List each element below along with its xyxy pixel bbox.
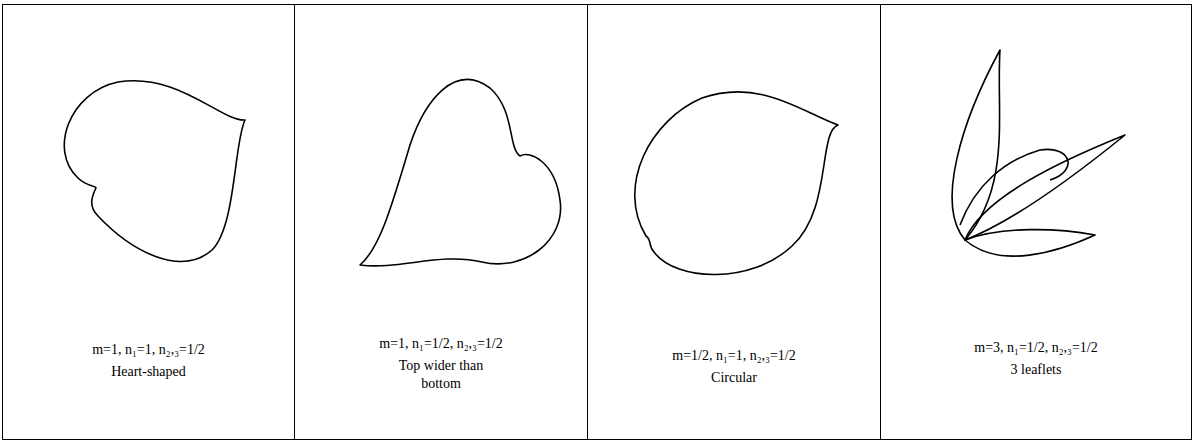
figure-panel: m=1/2, n₁=1, n₂,₃=1/2Circular [587, 4, 881, 440]
parameter-text: m=3, n₁=1/2, n₂,₃=1/2 [881, 339, 1191, 357]
panel-caption: m=1, n₁=1/2, n₂,₃=1/2Top wider than bott… [295, 335, 587, 393]
panel-caption: m=1, n₁=1, n₂,₃=1/2Heart-shaped [3, 341, 294, 381]
parameter-text: m=1/2, n₁=1, n₂,₃=1/2 [588, 347, 880, 365]
figure-panel: m=1, n₁=1, n₂,₃=1/2Heart-shaped [2, 4, 295, 440]
leaflet [960, 149, 1068, 225]
leaflet [952, 50, 1000, 240]
panel-caption: m=3, n₁=1/2, n₂,₃=1/2 3 leaflets [881, 339, 1191, 379]
shape-description: Top wider than bottom [386, 357, 496, 393]
parameter-text: m=1, n₁=1/2, n₂,₃=1/2 [295, 335, 587, 353]
shape-description: 3 leaflets [881, 361, 1191, 379]
heart-leaf [64, 81, 245, 262]
shape-description: Circular [588, 369, 880, 387]
shape-description: Heart-shaped [3, 363, 294, 381]
figure-panel: m=1, n₁=1/2, n₂,₃=1/2Top wider than bott… [294, 4, 588, 440]
top-wide-leaf [360, 80, 561, 266]
figure-panel: m=3, n₁=1/2, n₂,₃=1/2 3 leaflets [880, 4, 1192, 440]
leaflet [965, 230, 1095, 257]
leaflet [965, 135, 1125, 240]
panel-caption: m=1/2, n₁=1, n₂,₃=1/2Circular [588, 347, 880, 387]
circular-leaf [635, 92, 838, 275]
parameter-text: m=1, n₁=1, n₂,₃=1/2 [3, 341, 294, 359]
